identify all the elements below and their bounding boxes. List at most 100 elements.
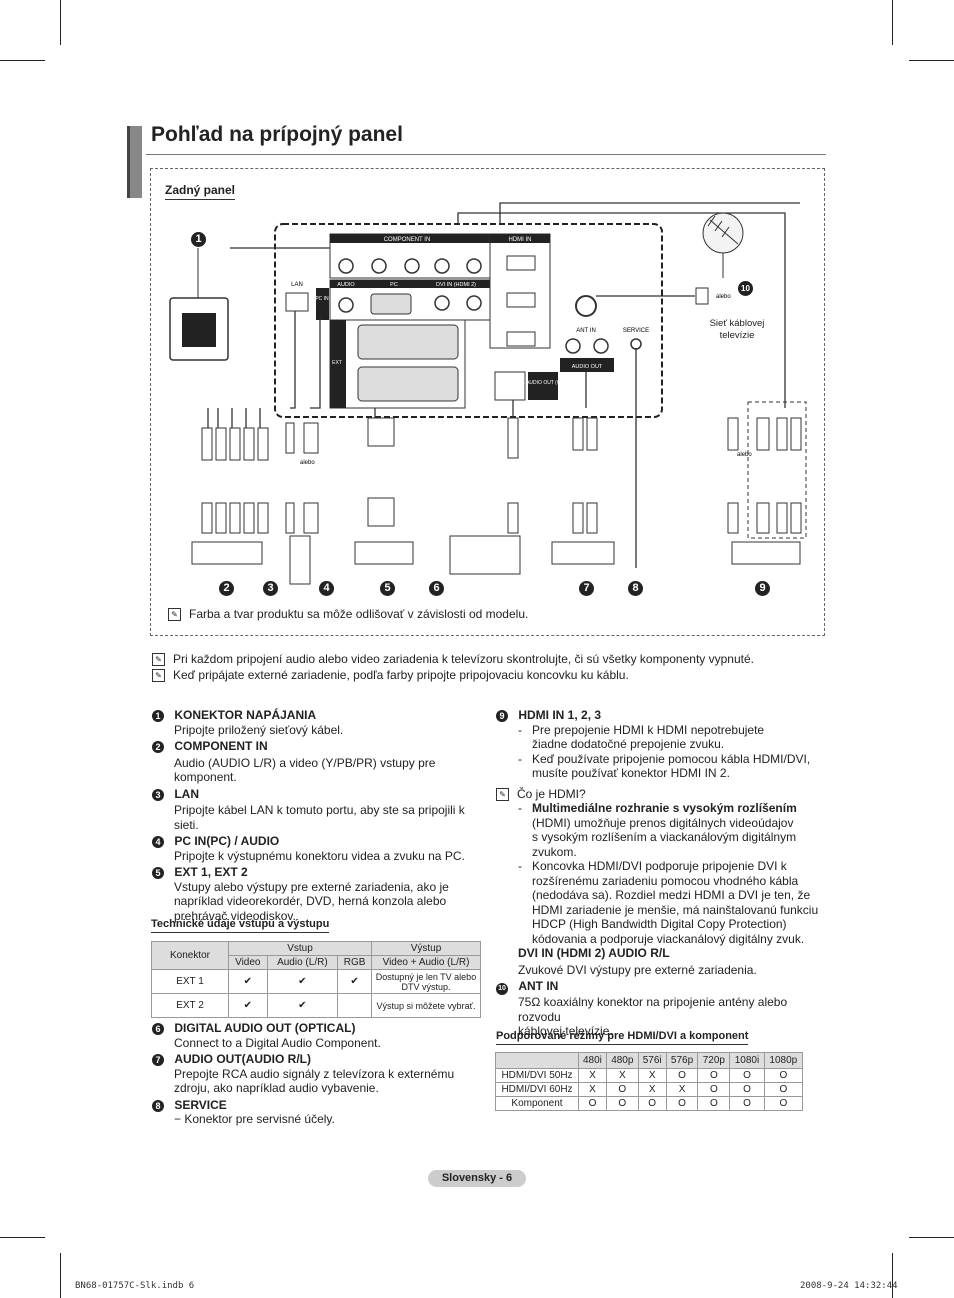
hdmi-plug	[756, 417, 770, 451]
power-socket-inner	[182, 313, 216, 347]
crop-mark	[60, 1253, 61, 1298]
component-port	[338, 258, 354, 274]
rca-plug	[215, 502, 227, 534]
rca-plug	[201, 427, 213, 461]
component-header	[330, 234, 490, 243]
audio-label: AUDIO	[337, 282, 355, 288]
panel-outline	[274, 223, 663, 418]
dvi-audio-port	[434, 295, 450, 311]
component-port	[434, 258, 450, 274]
device-amplifier	[551, 541, 615, 565]
file-name: BN68-01757C-Slk.indb 6	[75, 1281, 195, 1291]
callout-8: 8	[628, 578, 643, 596]
ext-label: EXT	[332, 360, 342, 366]
rca-plug	[586, 417, 598, 451]
diagram-note: ✎Farba a tvar produktu sa môže odlišovať…	[168, 607, 528, 622]
rca-plug	[790, 502, 802, 534]
alebo-group	[747, 401, 807, 539]
lan-plug	[285, 502, 295, 534]
scart-plug	[367, 417, 395, 447]
rca-plug	[257, 427, 269, 461]
callout-4: 4	[319, 578, 334, 596]
crop-mark	[892, 0, 893, 45]
callout-9: 9	[755, 578, 770, 596]
audio-out-tag	[560, 358, 614, 372]
rca-plug	[572, 417, 584, 451]
service-label: SERVICE	[623, 328, 649, 334]
item-2: 2 COMPONENT IN	[152, 739, 487, 754]
item-5: 5 EXT 1, EXT 2	[152, 865, 487, 880]
hdmi-port-2	[506, 292, 536, 308]
component-label: COMPONENT IN	[384, 237, 431, 243]
modes-table-title: Podporované režimy pre HDMI/DVI a kompon…	[496, 1030, 749, 1045]
vga-port	[370, 293, 412, 315]
ext-tag	[330, 320, 346, 408]
note: ✎Keď pripájate externé zariadenie, podľa…	[152, 668, 629, 683]
note: ✎Pri každom pripojení audio alebo video …	[152, 652, 754, 667]
device-hdmi-source	[731, 541, 801, 565]
component-port	[371, 258, 387, 274]
dvi-plug	[756, 502, 770, 534]
item-4: 4 PC IN(PC) / AUDIO	[152, 834, 487, 849]
alebo-label: alebo	[737, 452, 752, 458]
section-label: Zadný panel	[165, 183, 236, 200]
io-table: Konektor Vstup Výstup Video Audio (L/R) …	[151, 941, 481, 1018]
io-table-title: Technické údaje vstupu a výstupu	[151, 918, 330, 933]
pc-in-tag	[316, 288, 329, 320]
vga-plug	[303, 422, 319, 454]
antenna-icon	[695, 212, 744, 305]
audio-port	[338, 297, 354, 313]
component-port	[404, 258, 420, 274]
page-number: Slovensky - 6	[428, 1170, 526, 1187]
rca-plug	[229, 427, 241, 461]
optical-plug	[507, 502, 519, 534]
hdmi-port-3	[506, 255, 536, 271]
rca-plug	[243, 502, 255, 534]
crop-mark	[909, 60, 954, 61]
optical-port	[494, 371, 526, 401]
antenna-label: Sieť káblovej televízie	[709, 318, 765, 341]
hdmi-port-1	[506, 331, 536, 347]
rca-plug	[776, 417, 788, 451]
note-icon: ✎	[152, 653, 165, 667]
callout-1: 1	[191, 229, 206, 247]
audio-out-port	[593, 338, 609, 354]
callout-2: 2	[219, 578, 234, 596]
title-accent-bar	[127, 126, 142, 198]
note-icon: ✎	[152, 669, 165, 683]
component-port	[466, 258, 482, 274]
audio-out-port	[565, 338, 581, 354]
crop-mark	[60, 0, 61, 45]
crop-mark	[892, 1253, 893, 1298]
item-9: 9 HDMI IN 1, 2, 3	[496, 708, 831, 723]
pc-header	[330, 280, 490, 288]
title-rule	[146, 154, 826, 155]
hdmi-plug	[727, 417, 739, 451]
item-6: 6 DIGITAL AUDIO OUT (OPTICAL)	[152, 1021, 487, 1036]
scart-plug	[367, 497, 395, 527]
lan-plug	[285, 422, 295, 454]
right-column: 9 HDMI IN 1, 2, 3 -Pre prepojenie HDMI k…	[496, 708, 831, 1039]
rca-plug	[257, 502, 269, 534]
item-1: 1 KONEKTOR NAPÁJANIA	[152, 708, 487, 723]
service-port	[630, 338, 642, 350]
left-items: 1 KONEKTOR NAPÁJANIA Pripojte priložený …	[152, 708, 487, 923]
device-vcr	[191, 541, 263, 565]
diagram-frame	[150, 168, 825, 636]
lan-port	[285, 292, 309, 312]
cables	[207, 202, 800, 568]
callout-3: 3	[263, 578, 278, 596]
hdmi-label: HDMI IN	[509, 237, 532, 243]
crop-mark	[909, 1237, 954, 1238]
pc-in-label: PC IN	[315, 296, 329, 302]
rca-plug	[229, 502, 241, 534]
scart-2	[357, 324, 459, 360]
dvi-label: DVI IN (HDMI 2)	[436, 282, 476, 288]
scart-1	[357, 366, 459, 402]
audio-out-label: AUDIO OUT	[572, 364, 603, 370]
digital-audio-out-label: DIGITAL AUDIO OUT (OPTICAL)	[506, 380, 580, 386]
connection-diagram: COMPONENT IN AUDIO PC DVI IN (HDMI 2) PC…	[169, 202, 807, 585]
item-10: 10 ANT IN	[496, 979, 831, 995]
rca-plug	[572, 502, 584, 534]
